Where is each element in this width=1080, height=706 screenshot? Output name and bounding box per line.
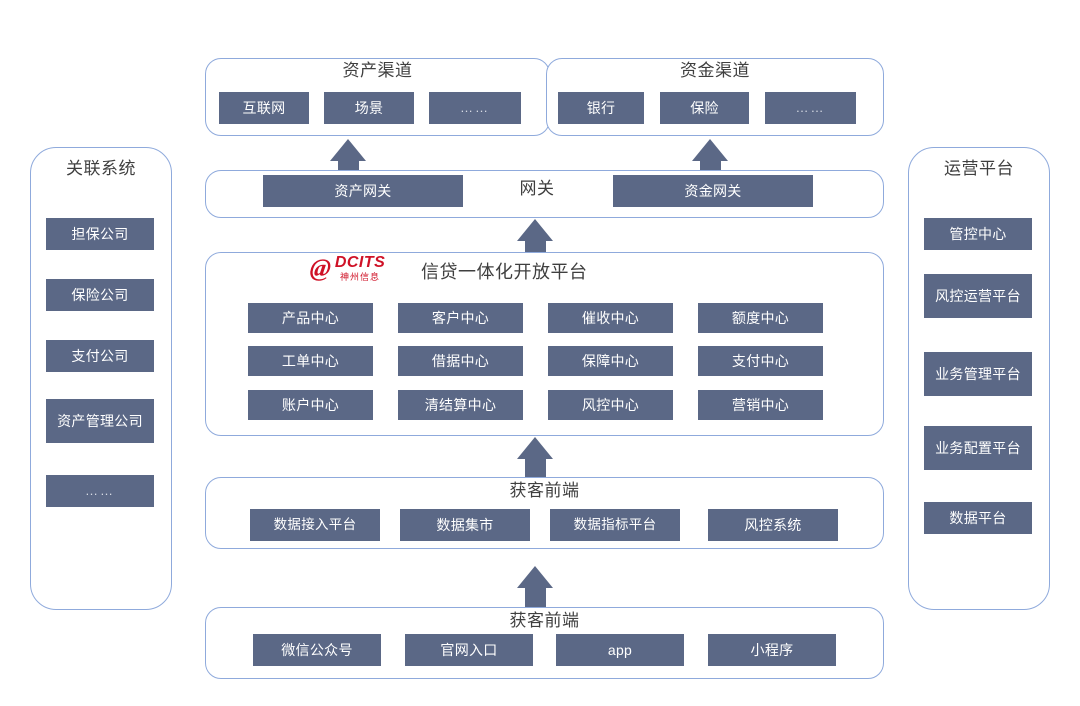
platform-module-customer-center[interactable]: 客户中心 — [398, 303, 523, 333]
platform-module-loan-receipt-center[interactable]: 借据中心 — [398, 346, 523, 376]
data-layer-item-data-mart[interactable]: 数据集市 — [400, 509, 530, 541]
related-systems-item-payment-company[interactable]: 支付公司 — [46, 340, 154, 372]
related-systems-item-asset-management-company[interactable]: 资产管理公司 — [46, 399, 154, 443]
asset-channel-title: 资产渠道 — [342, 61, 413, 80]
related-systems-panel — [30, 147, 172, 610]
operations-platform-item-data-platform[interactable]: 数据平台 — [924, 502, 1032, 534]
gateway-item-fund-gateway[interactable]: 资金网关 — [613, 175, 813, 207]
related-systems-item-more[interactable]: …… — [46, 475, 154, 507]
fund-channel-item-insurance[interactable]: 保险 — [660, 92, 749, 124]
asset-channel-item-scenario[interactable]: 场景 — [324, 92, 414, 124]
front-layer-title: 获客前端 — [509, 611, 580, 630]
related-systems-item-insurance-company[interactable]: 保险公司 — [46, 279, 154, 311]
front-layer-item-mini-program[interactable]: 小程序 — [708, 634, 836, 666]
platform-module-work-order-center[interactable]: 工单中心 — [248, 346, 373, 376]
asset-channel-item-internet[interactable]: 互联网 — [219, 92, 309, 124]
operations-platform-item-risk-operations-platform[interactable]: 风控运营平台 — [924, 274, 1032, 318]
platform-module-risk-control-center[interactable]: 风控中心 — [548, 390, 673, 420]
operations-platform-item-control-center[interactable]: 管控中心 — [924, 218, 1032, 250]
front-layer-item-app[interactable]: app — [556, 634, 684, 666]
front-layer-item-wechat-official-account[interactable]: 微信公众号 — [253, 634, 381, 666]
related-systems-item-guarantee-company[interactable]: 担保公司 — [46, 218, 154, 250]
dcits-logo-name-cn: 神州信息 — [340, 272, 381, 282]
data-layer-item-risk-control-system[interactable]: 风控系统 — [708, 509, 838, 541]
asset-channel-item-more[interactable]: …… — [429, 92, 521, 124]
platform-module-product-center[interactable]: 产品中心 — [248, 303, 373, 333]
gateway-title: 网关 — [519, 179, 555, 198]
platform-module-collection-center[interactable]: 催收中心 — [548, 303, 673, 333]
dcits-logo: @ DCITS 神州信息 — [308, 254, 386, 283]
platform-module-payment-center[interactable]: 支付中心 — [698, 346, 823, 376]
fund-channel-title: 资金渠道 — [680, 61, 750, 80]
data-layer-item-data-metrics-platform[interactable]: 数据指标平台 — [550, 509, 680, 541]
core-platform-title: 信贷一体化开放平台 — [421, 262, 588, 282]
dcits-logo-mark: @ — [308, 255, 333, 282]
fund-channel-item-bank[interactable]: 银行 — [558, 92, 644, 124]
front-layer-item-website-entry[interactable]: 官网入口 — [405, 634, 533, 666]
platform-module-account-center[interactable]: 账户中心 — [248, 390, 373, 420]
platform-module-clearing-settlement-center[interactable]: 清结算中心 — [398, 390, 523, 420]
platform-module-guarantee-center[interactable]: 保障中心 — [548, 346, 673, 376]
fund-channel-item-more[interactable]: …… — [765, 92, 856, 124]
operations-platform-item-business-config-platform[interactable]: 业务配置平台 — [924, 426, 1032, 470]
dcits-logo-name-en: DCITS — [334, 254, 386, 271]
related-systems-title: 关联系统 — [66, 159, 136, 178]
platform-module-credit-limit-center[interactable]: 额度中心 — [698, 303, 823, 333]
platform-module-marketing-center[interactable]: 营销中心 — [698, 390, 823, 420]
gateway-item-asset-gateway[interactable]: 资产网关 — [263, 175, 463, 207]
operations-platform-title: 运营平台 — [944, 159, 1014, 178]
data-layer-title: 获客前端 — [509, 481, 580, 500]
data-layer-item-data-access-platform[interactable]: 数据接入平台 — [250, 509, 380, 541]
operations-platform-item-business-management-platform[interactable]: 业务管理平台 — [924, 352, 1032, 396]
